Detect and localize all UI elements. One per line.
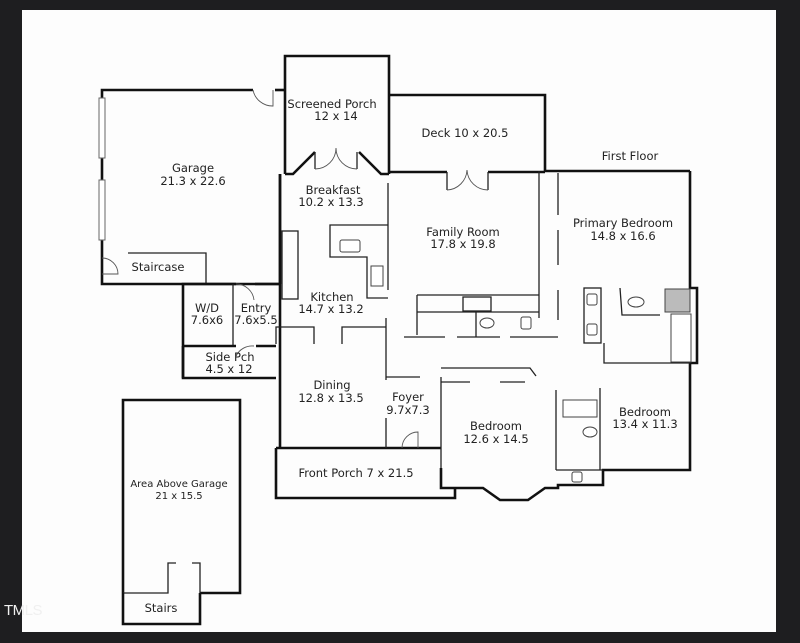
room-name-primary-bedroom: Primary Bedroom (573, 216, 673, 230)
room-name-kitchen: Kitchen (310, 290, 353, 304)
room-dims-screened-porch: 12 x 14 (314, 109, 357, 123)
room-dims-area-above-garage: 21 x 15.5 (155, 491, 202, 502)
room-dims-primary-bedroom: 14.8 x 16.6 (590, 229, 655, 243)
room-name-entry: Entry (241, 301, 272, 315)
room-name-wd: W/D (195, 301, 219, 315)
room-dims-garage: 21.3 x 22.6 (160, 174, 225, 188)
watermark-logo: TMLS (4, 602, 43, 619)
room-dims-entry: 7.6x5.5 (234, 313, 277, 327)
screened-porch-walls (283, 54, 391, 176)
room-dims-side-porch: 4.5 x 12 (205, 362, 252, 376)
floor-label: First Floor (602, 149, 659, 163)
room-name-family-room: Family Room (426, 225, 499, 239)
house-outer-walls (274, 169, 699, 502)
room-name-deck: Deck 10 x 20.5 (422, 126, 509, 140)
room-dims-kitchen: 14.7 x 13.2 (298, 302, 363, 316)
room-name-breakfast: Breakfast (306, 183, 361, 197)
room-dims-family-room: 17.8 x 19.8 (430, 237, 495, 251)
room-dims-wd: 7.6x6 (191, 313, 223, 327)
floor-plan-page: First Floor Garage 21.3 x 22.6 Screened … (22, 10, 776, 632)
room-dims-foyer: 9.7x7.3 (386, 403, 429, 417)
room-name-dining: Dining (313, 378, 350, 392)
room-name-side-porch: Side Pch (205, 350, 254, 364)
room-dims-dining: 12.8 x 13.5 (298, 391, 363, 405)
room-name-bedroom-3: Bedroom (619, 405, 671, 419)
room-dims-breakfast: 10.2 x 13.3 (298, 195, 363, 209)
area-above-garage-walls (121, 398, 242, 626)
room-dims-bedroom-3: 13.4 x 11.3 (612, 417, 677, 431)
room-name-screened-porch: Screened Porch (287, 97, 376, 111)
interior-walls (275, 171, 692, 483)
room-name-front-porch: Front Porch 7 x 21.5 (298, 466, 413, 480)
room-name-foyer: Foyer (392, 390, 424, 404)
room-name-staircase: Staircase (132, 260, 185, 274)
deck-walls (389, 93, 547, 191)
room-name-bedroom-2: Bedroom (470, 419, 522, 433)
floor-plan-drawing: First Floor Garage 21.3 x 22.6 Screened … (98, 54, 699, 626)
room-name-garage: Garage (172, 161, 214, 175)
room-dims-bedroom-2: 12.6 x 14.5 (463, 432, 528, 446)
laundry-entry-walls (181, 282, 280, 380)
room-name-area-above-garage: Area Above Garage (130, 479, 227, 490)
room-name-stairs: Stairs (145, 601, 178, 615)
